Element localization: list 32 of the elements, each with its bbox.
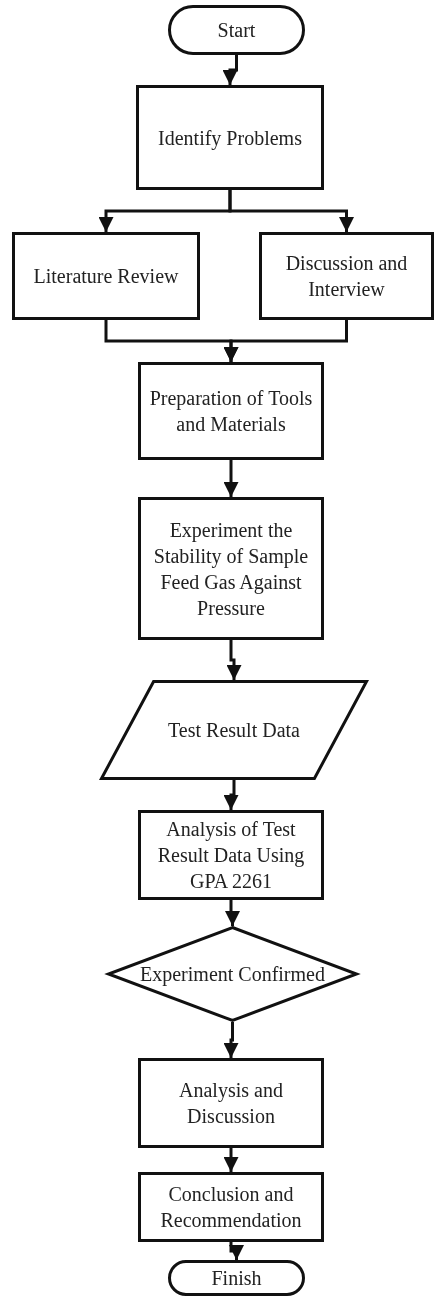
process-box — [12, 232, 200, 320]
process-box — [138, 1058, 324, 1148]
arrow — [226, 640, 242, 680]
node-label: Literature Review — [33, 264, 179, 289]
node-label: Analysis of Test Result Data Using GPA 2261 — [156, 817, 306, 894]
node-label: Discussion and Interview — [284, 251, 409, 302]
process-box — [138, 362, 324, 460]
node-label: Identify Problems — [158, 125, 302, 151]
node-label: Finish — [211, 1266, 262, 1291]
arrow — [229, 1242, 244, 1260]
arrow — [222, 55, 238, 85]
terminal-shape — [168, 5, 305, 55]
node-label: Start — [217, 18, 256, 43]
arrow — [223, 1148, 239, 1172]
node-label: Experiment the Stability of Sample Feed Gas Against Pressure — [152, 517, 310, 621]
node-label: Conclusion and Recommendation — [159, 1182, 303, 1233]
process-box — [138, 1172, 324, 1242]
process-box — [136, 85, 324, 190]
node-label: Test Result Data — [168, 718, 300, 743]
node-label: Analysis and Discussion — [178, 1078, 284, 1129]
node-label: Preparation of Tools and Materials — [149, 386, 313, 437]
node-label: Experiment Confirmed — [140, 962, 325, 987]
arrow — [223, 780, 239, 810]
process-box — [138, 497, 324, 640]
arrow — [225, 900, 240, 926]
process-box — [138, 810, 324, 900]
arrow — [223, 1022, 239, 1058]
process-box — [259, 232, 434, 320]
arrow — [223, 460, 239, 497]
terminal-shape — [168, 1260, 305, 1296]
arrow — [228, 190, 354, 232]
arrow — [223, 320, 348, 362]
